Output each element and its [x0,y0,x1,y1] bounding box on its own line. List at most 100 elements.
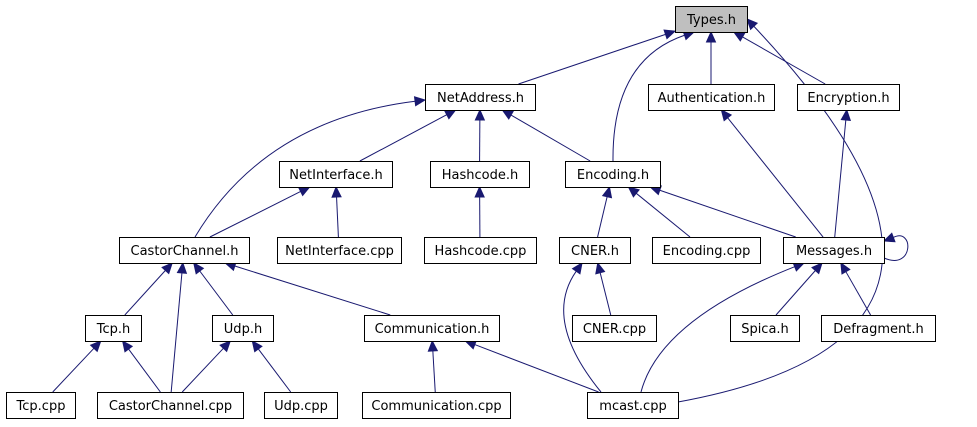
node-communication-h[interactable]: Communication.h [364,315,500,342]
node-box[interactable] [119,237,250,264]
node-label: Udp.cpp [274,399,328,414]
node-types-h[interactable]: Types.h [675,6,748,33]
node-box[interactable] [797,84,900,111]
node-messages-h[interactable]: Messages.h [783,237,885,264]
edge-castorchannel-h-to-netaddress-h [194,96,427,238]
node-box[interactable] [279,161,393,188]
node-label: mcast.cpp [599,399,666,414]
arrowhead-icon [720,109,733,122]
node-netinterface-h[interactable]: NetInterface.h [279,161,393,188]
arrowhead-icon [627,186,640,198]
node-box[interactable] [648,84,775,111]
node-encoding-h[interactable]: Encoding.h [565,161,661,188]
edge-line [599,272,612,316]
arrowhead-icon [601,185,613,199]
node-label: CNER.h [571,244,619,259]
edge-encryption-h-to-types-h [732,31,826,85]
node-box[interactable] [425,84,536,111]
node-label: Encoding.h [577,168,649,183]
arrowhead-icon [840,108,852,121]
edge-line [257,348,292,393]
node-label: Messages.h [796,244,872,259]
edge-tcp-h-to-castorchannel-h [124,262,173,316]
node-mcast-cpp[interactable]: mcast.cpp [587,392,679,419]
node-box[interactable] [277,237,402,264]
node-box[interactable] [730,315,800,342]
node-label: CNER.cpp [583,322,646,337]
node-communication-cpp[interactable]: Communication.cpp [362,392,511,419]
edge-tcp-cpp-to-tcp-h [52,340,102,393]
edge-line [52,347,95,393]
node-label: Spica.h [741,322,789,337]
edge-line [727,117,824,238]
node-cner-h[interactable]: CNER.h [559,237,631,264]
edge-encoding-h-to-netaddress-h [501,109,591,162]
edge-line [199,270,234,316]
node-tcp-cpp[interactable]: Tcp.cpp [6,392,76,419]
node-label: Encryption.h [807,91,889,106]
node-label: Communication.cpp [371,399,501,414]
arrowhead-icon [595,261,606,275]
node-box[interactable] [652,237,761,264]
node-encryption-h[interactable]: Encryption.h [797,84,900,111]
node-label: CastorChannel.cpp [109,399,232,414]
arrowhead-icon [732,31,746,42]
node-authentication-h[interactable]: Authentication.h [648,84,775,111]
node-udp-h[interactable]: Udp.h [212,315,274,342]
node-box[interactable] [572,315,657,342]
edge-castorchannel-cpp-to-udp-h [181,340,232,393]
node-label: Defragment.h [833,322,924,337]
node-cner-cpp[interactable]: CNER.cpp [572,315,657,342]
arrowhead-icon [840,261,851,275]
node-tcp-h[interactable]: Tcp.h [85,315,142,342]
arrowhead-icon [161,262,173,275]
node-box[interactable] [85,315,142,342]
node-castorchannel-cpp[interactable]: CastorChannel.cpp [97,392,244,419]
edge-line [775,270,816,316]
edge-messages-h-to-encryption-h [834,108,852,238]
edge-hashcode-h-to-netaddress-h [474,108,486,162]
node-box[interactable] [6,392,76,419]
node-box[interactable] [424,237,537,264]
node-box[interactable] [212,315,274,342]
edge-udp-h-to-castorchannel-h [193,262,234,316]
node-netaddress-h[interactable]: NetAddress.h [425,84,536,111]
edge-line [124,270,166,316]
node-box[interactable] [362,392,511,419]
node-box[interactable] [565,161,661,188]
node-label: NetAddress.h [437,91,524,106]
node-box[interactable] [430,161,530,188]
arrowhead-icon [443,109,457,120]
node-box[interactable] [97,392,244,419]
node-hashcode-cpp[interactable]: Hashcode.cpp [424,237,537,264]
node-hashcode-h[interactable]: Hashcode.h [430,161,530,188]
edge-line [640,266,795,393]
edge-messages-h-to-encoding-h [649,185,796,238]
node-box[interactable] [264,392,338,419]
node-netinterface-cpp[interactable]: NetInterface.cpp [277,237,402,264]
edge-line [194,100,416,238]
node-encoding-cpp[interactable]: Encoding.cpp [652,237,761,264]
node-defragment-h[interactable]: Defragment.h [821,315,936,342]
node-udp-cpp[interactable]: Udp.cpp [264,392,338,419]
edge-authentication-h-to-types-h [705,30,717,84]
edge-castorchannel-cpp-to-castorchannel-h [170,261,188,393]
arrowhead-icon [663,29,677,40]
edge-messages-h-to-messages-h [882,232,909,261]
arrowhead-icon [571,262,583,275]
edge-line [209,191,301,238]
node-box[interactable] [587,392,679,419]
node-label: Tcp.cpp [16,399,66,414]
node-box[interactable] [559,237,631,264]
edge-spica-h-to-messages-h [775,262,823,316]
node-box[interactable] [821,315,936,342]
node-label: CastorChannel.h [131,244,239,259]
node-label: Types.h [686,13,736,28]
node-box[interactable] [783,237,885,264]
node-spica-h[interactable]: Spica.h [730,315,800,342]
node-box[interactable] [364,315,500,342]
edge-netaddress-h-to-types-h [518,29,677,85]
edge-line [834,119,847,238]
node-box[interactable] [675,6,748,33]
node-castorchannel-h[interactable]: CastorChannel.h [119,237,250,264]
